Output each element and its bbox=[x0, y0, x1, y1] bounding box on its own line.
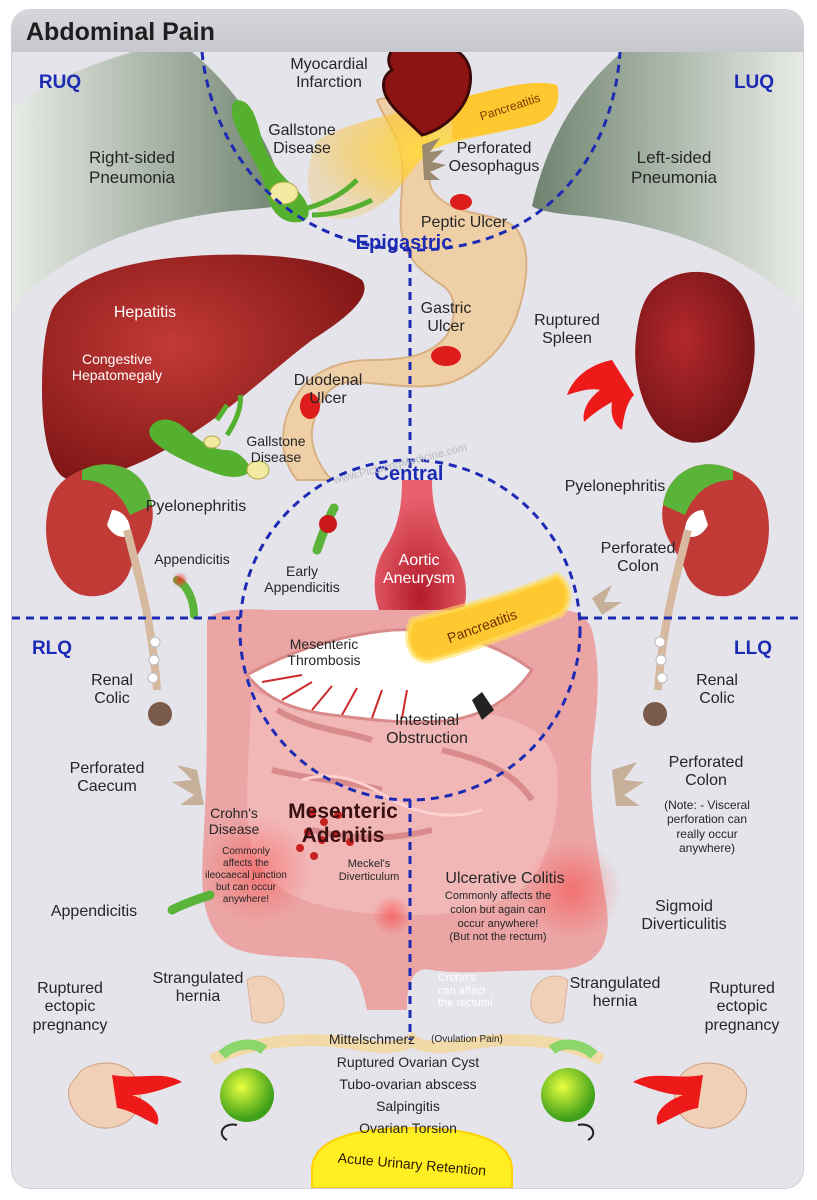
label-ectopic-left: Ruptured ectopic pregnancy bbox=[704, 980, 780, 1034]
spleen bbox=[635, 271, 755, 443]
label-gastric-ulcer: Gastric Ulcer bbox=[420, 300, 472, 336]
label-visceral-note: (Note: - Visceral perforation can really… bbox=[664, 798, 750, 856]
label-ruptured-ovarian-cyst: Ruptured Ovarian Cyst bbox=[336, 1054, 480, 1070]
label-crohns-note: Commonly affects the ileocaecal junction… bbox=[205, 846, 287, 905]
label-sigmoid-diverticulitis: Sigmoid Diverticulitis bbox=[641, 898, 727, 934]
label-pyelonephritis-right: Pyelonephritis bbox=[145, 498, 247, 515]
left-ovary bbox=[541, 1068, 595, 1122]
label-pyelonephritis-left: Pyelonephritis bbox=[564, 478, 666, 495]
label-perforated-colon-lower: Perforated Colon bbox=[668, 754, 744, 790]
label-ovulation-pain: (Ovulation Pain) bbox=[431, 1034, 503, 1045]
quadrant-luq: LUQ bbox=[733, 72, 775, 93]
label-salpingitis: Salpingitis bbox=[376, 1098, 440, 1114]
region-central: Central bbox=[374, 463, 444, 485]
gastric-ulcer bbox=[431, 346, 461, 366]
label-ovarian-torsion: Ovarian Torsion bbox=[359, 1120, 457, 1136]
label-appendicitis-upper: Appendicitis bbox=[154, 551, 230, 567]
right-lung bbox=[12, 52, 287, 310]
label-mittelschmerz: Mittelschmerz bbox=[328, 1031, 416, 1047]
label-left-pneumonia: Left-sided Pneumonia bbox=[630, 148, 718, 187]
left-lung bbox=[532, 52, 803, 310]
quadrant-ruq: RUQ bbox=[38, 72, 82, 93]
duodenal-ulcer bbox=[300, 393, 320, 419]
label-early-appendicitis: Early Appendicitis bbox=[264, 563, 340, 596]
label-perforated-oesophagus: Perforated Oesophagus bbox=[448, 140, 540, 176]
label-peptic-ulcer: Peptic Ulcer bbox=[420, 214, 508, 231]
label-mesenteric-adenitis: Mesenteric Adenitis bbox=[288, 800, 398, 848]
right-kidney bbox=[46, 464, 161, 691]
label-myocardial-infarction: Myocardial Infarction bbox=[290, 56, 368, 92]
label-ruptured-spleen: Ruptured Spleen bbox=[534, 312, 600, 348]
infographic-frame: Abdominal Pain RUQ LUQ RLQ LLQ Epigastri… bbox=[12, 10, 803, 1188]
label-duodenal-ulcer: Duodenal Ulcer bbox=[293, 372, 363, 408]
label-uc-note: Commonly affects the colon but again can… bbox=[444, 890, 552, 944]
label-ulcerative-colitis: Ulcerative Colitis bbox=[445, 870, 565, 887]
label-renal-colic-left: Renal Colic bbox=[696, 672, 738, 708]
label-crohns-disease: Crohn's Disease bbox=[208, 805, 260, 838]
label-perforated-caecum: Perforated Caecum bbox=[69, 760, 145, 796]
label-gallstone-disease-top: Gallstone Disease bbox=[268, 122, 336, 158]
label-crohns-rectum: Crohn's can affect the rectum! bbox=[438, 972, 494, 1010]
left-kidney bbox=[654, 464, 769, 691]
title-bar bbox=[12, 10, 803, 52]
label-gallstone-disease-mid: Gallstone Disease bbox=[246, 433, 306, 466]
label-tubo-ovarian: Tubo-ovarian abscess bbox=[339, 1076, 477, 1092]
aorta bbox=[374, 480, 467, 644]
label-appendicitis-lower: Appendicitis bbox=[50, 903, 138, 920]
label-intestinal-obstruction: Intestinal Obstruction bbox=[386, 712, 468, 748]
label-hepatitis: Hepatitis bbox=[113, 304, 177, 321]
quadrant-llq: LLQ bbox=[734, 638, 772, 659]
liver bbox=[42, 254, 365, 480]
bladder bbox=[311, 1126, 513, 1188]
label-right-pneumonia: Right-sided Pneumonia bbox=[88, 148, 176, 187]
label-congestive-hepatomegaly: Congestive Hepatomegaly bbox=[71, 351, 163, 384]
label-aortic-aneurysm: Aortic Aneurysm bbox=[382, 552, 456, 588]
right-ovary bbox=[220, 1068, 274, 1122]
label-ectopic-right: Ruptured ectopic pregnancy bbox=[32, 980, 108, 1034]
peptic-ulcer bbox=[450, 194, 472, 210]
label-mesenteric-thrombosis: Mesenteric Thrombosis bbox=[287, 636, 361, 669]
label-meckels: Meckel's Diverticulum bbox=[338, 858, 400, 883]
region-epigastric: Epigastric bbox=[355, 232, 453, 254]
anatomy-illustration bbox=[12, 24, 803, 1188]
page-title: Abdominal Pain bbox=[26, 18, 215, 46]
label-perforated-colon-upper: Perforated Colon bbox=[600, 540, 676, 576]
label-strangulated-hernia-left: Strangulated hernia bbox=[569, 975, 661, 1011]
label-renal-colic-right: Renal Colic bbox=[91, 672, 133, 708]
label-strangulated-hernia-right: Strangulated hernia bbox=[152, 970, 244, 1006]
quadrant-rlq: RLQ bbox=[31, 638, 73, 659]
